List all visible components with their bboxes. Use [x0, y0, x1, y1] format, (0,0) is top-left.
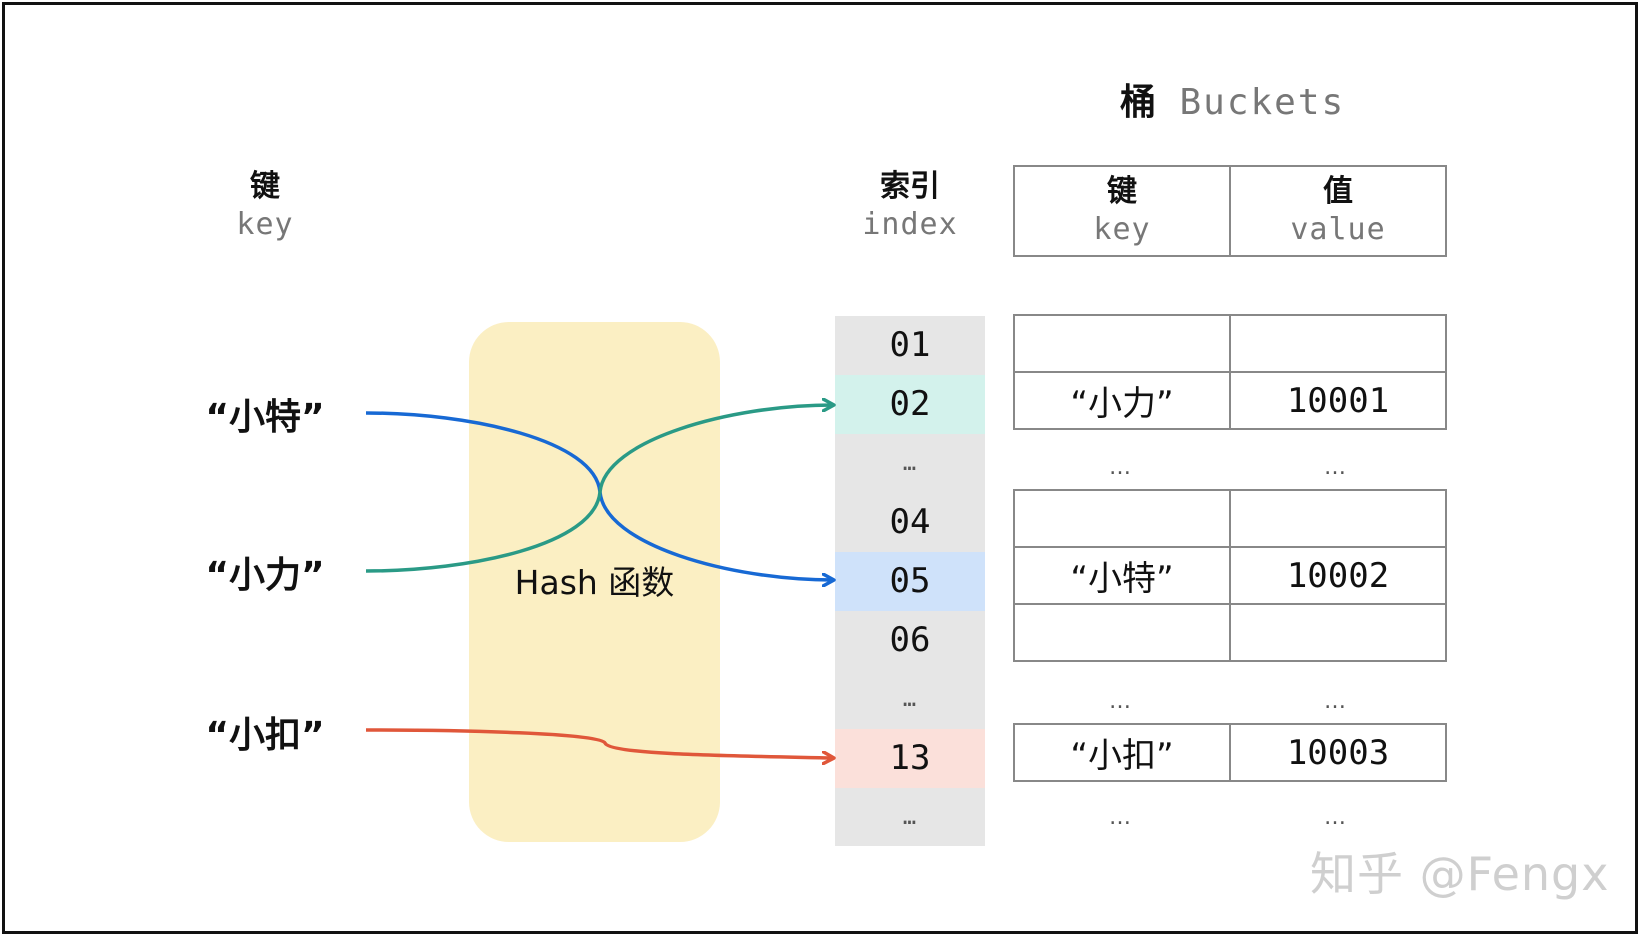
bucket-value-header-cn: 值 — [1323, 174, 1353, 209]
index-cell-05: 05 — [835, 552, 985, 611]
index-cell-01: 01 — [889, 325, 931, 365]
hash-function-label: Hash 函数 — [514, 563, 675, 602]
index-cell-02: 02 — [835, 375, 985, 434]
buckets-title-en: Buckets — [1179, 82, 1346, 123]
index-header-en: index — [862, 207, 958, 242]
key-label-xiaoli: “小力” — [205, 555, 325, 596]
bucket-group-3: “小扣”10003 — [1013, 723, 1447, 782]
watermark: 知乎 @Fengx — [1310, 847, 1610, 901]
bucket-key-cell — [1013, 603, 1231, 662]
bucket-dots-value-3: … — [1324, 805, 1346, 830]
bucket-dots-key-1: … — [1109, 455, 1131, 480]
bucket-value-cell: 10002 — [1229, 546, 1447, 605]
bucket-key-cell: “小特” — [1013, 546, 1231, 605]
bucket-row — [1013, 314, 1447, 373]
bucket-key-cell: “小力” — [1013, 371, 1231, 430]
bucket-group-2: “小特”10002 — [1013, 489, 1447, 662]
buckets-title: 桶 Buckets — [1120, 82, 1345, 124]
key-header-en: key — [236, 207, 294, 242]
bucket-row: “小力”10001 — [1013, 371, 1447, 430]
arrow-xiaokou-to-13 — [365, 728, 833, 758]
bucket-dots-value-2: … — [1324, 689, 1346, 714]
bucket-value-header: 值 value — [1229, 165, 1447, 257]
bucket-key-cell — [1013, 314, 1231, 373]
index-column-header: 索引 index — [835, 168, 985, 244]
index-cell-04: 04 — [889, 502, 931, 542]
bucket-dots-key-2: … — [1109, 689, 1131, 714]
bucket-dots-value-1: … — [1324, 455, 1346, 480]
bucket-row — [1013, 489, 1447, 548]
key-column-header: 键 key — [175, 168, 355, 244]
key-label-xiaokou: “小扣” — [205, 715, 325, 756]
bucket-dots-key-3: … — [1109, 805, 1131, 830]
buckets-header-table: 键 key 值 value — [1013, 165, 1447, 257]
bucket-value-cell — [1229, 603, 1447, 662]
index-cell-ellipsis: … — [902, 805, 918, 830]
index-cell-06: 06 — [889, 620, 931, 660]
bucket-value-cell: 10003 — [1229, 723, 1447, 782]
index-cell-ellipsis: … — [902, 451, 918, 476]
bucket-value-cell — [1229, 489, 1447, 548]
index-header-cn: 索引 — [880, 169, 940, 204]
key-header-cn: 键 — [250, 169, 280, 204]
bucket-key-header-en: key — [1093, 212, 1151, 247]
key-label-xiaote: “小特” — [205, 397, 325, 438]
bucket-key-cell: “小扣” — [1013, 723, 1231, 782]
bucket-group-1: “小力”10001 — [1013, 314, 1447, 430]
bucket-row: “小特”10002 — [1013, 546, 1447, 605]
bucket-row: “小扣”10003 — [1013, 723, 1447, 782]
bucket-key-cell — [1013, 489, 1231, 548]
index-cell-ellipsis: … — [902, 687, 918, 712]
bucket-value-cell: 10001 — [1229, 371, 1447, 430]
bucket-key-header-cn: 键 — [1107, 174, 1137, 209]
buckets-title-cn: 桶 — [1120, 82, 1157, 123]
bucket-row — [1013, 603, 1447, 662]
index-cell-13: 13 — [835, 729, 985, 788]
bucket-value-header-en: value — [1290, 212, 1386, 247]
bucket-key-header: 键 key — [1013, 165, 1231, 257]
arrow-xiaoli-to-02 — [365, 405, 833, 573]
bucket-value-cell — [1229, 314, 1447, 373]
